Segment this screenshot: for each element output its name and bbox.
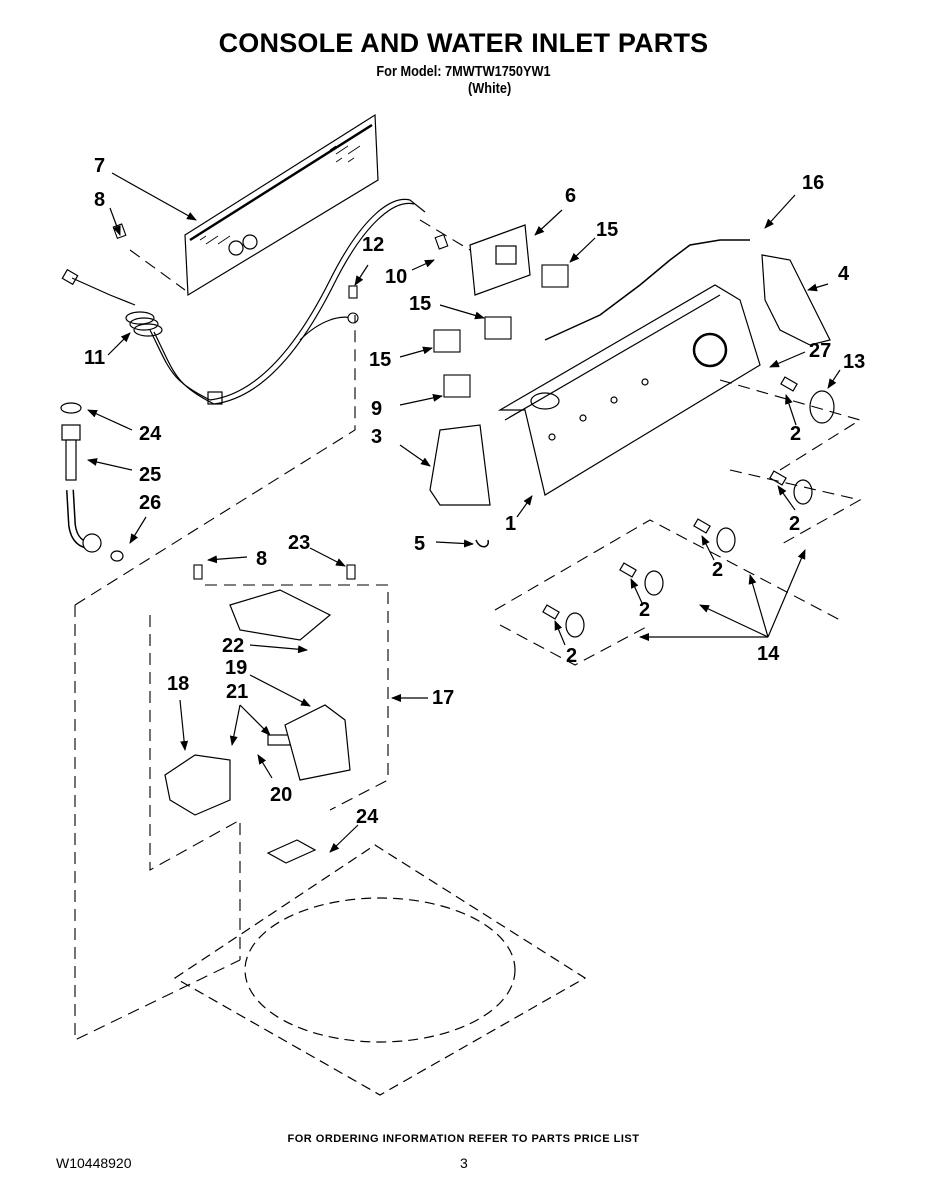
part-clip: [475, 539, 489, 548]
callout-23: 23: [288, 532, 310, 554]
callout-10: 10: [385, 266, 407, 288]
callout-2: 2: [566, 645, 577, 667]
callout-18: 18: [167, 673, 189, 695]
part-wire-harness: [544, 239, 750, 341]
callout-6: 6: [565, 185, 576, 207]
document-number: W10448920: [56, 1155, 132, 1171]
callout-9: 9: [371, 398, 382, 420]
part-inlet-valve-assembly: [164, 589, 351, 816]
callout-20: 20: [270, 784, 292, 806]
color-line: (White): [468, 80, 512, 97]
part-gasket: [266, 839, 317, 864]
callout-15: 15: [409, 293, 431, 315]
part-control-board: [469, 224, 531, 296]
callout-5: 5: [414, 533, 425, 555]
callout-8: 8: [256, 548, 267, 570]
callout-labels: 7 8 11 12 10 6 15 15 15 16 4 27 13 9 3 2…: [84, 155, 865, 828]
callout-19: 19: [225, 657, 247, 679]
callout-3: 3: [371, 426, 382, 448]
page-number: 3: [460, 1155, 468, 1171]
callout-15: 15: [369, 349, 391, 371]
callout-13: 13: [843, 351, 865, 373]
callout-8: 8: [94, 189, 105, 211]
callout-2: 2: [639, 599, 650, 621]
callout-24: 24: [139, 423, 162, 445]
callout-15: 15: [596, 219, 618, 241]
washer-top-outline: [173, 844, 587, 1096]
page-title: CONSOLE AND WATER INLET PARTS: [218, 28, 709, 58]
callout-16: 16: [802, 172, 824, 194]
callout-1: 1: [505, 513, 516, 535]
part-knobs: [542, 376, 835, 638]
callout-21: 21: [226, 681, 248, 703]
assembly-dashed-lines: [74, 219, 862, 1041]
callout-2: 2: [790, 423, 801, 445]
callout-12: 12: [362, 234, 384, 256]
callout-26: 26: [139, 492, 161, 514]
part-inlet-hose: [60, 402, 124, 562]
ordering-note: FOR ORDERING INFORMATION REFER TO PARTS …: [287, 1133, 640, 1145]
callout-17: 17: [432, 687, 454, 709]
part-end-cap-bracket: [761, 254, 831, 346]
callout-24: 24: [356, 806, 379, 828]
callout-2: 2: [789, 513, 800, 535]
callout-14: 14: [757, 643, 780, 665]
part-switches: [433, 264, 569, 398]
part-end-cap: [429, 424, 491, 506]
callout-25: 25: [139, 464, 161, 486]
model-line: For Model: 7MWTW1750YW1: [376, 63, 551, 80]
part-console: [497, 284, 761, 496]
callout-2: 2: [712, 559, 723, 581]
part-power-cord: [61, 198, 426, 405]
callout-22: 22: [222, 635, 244, 657]
part-rear-panel: [184, 113, 379, 297]
callout-4: 4: [838, 263, 850, 285]
leader-arrows: [87, 172, 841, 853]
callout-27: 27: [809, 340, 831, 362]
callout-11: 11: [84, 347, 105, 369]
callout-7: 7: [94, 155, 105, 177]
